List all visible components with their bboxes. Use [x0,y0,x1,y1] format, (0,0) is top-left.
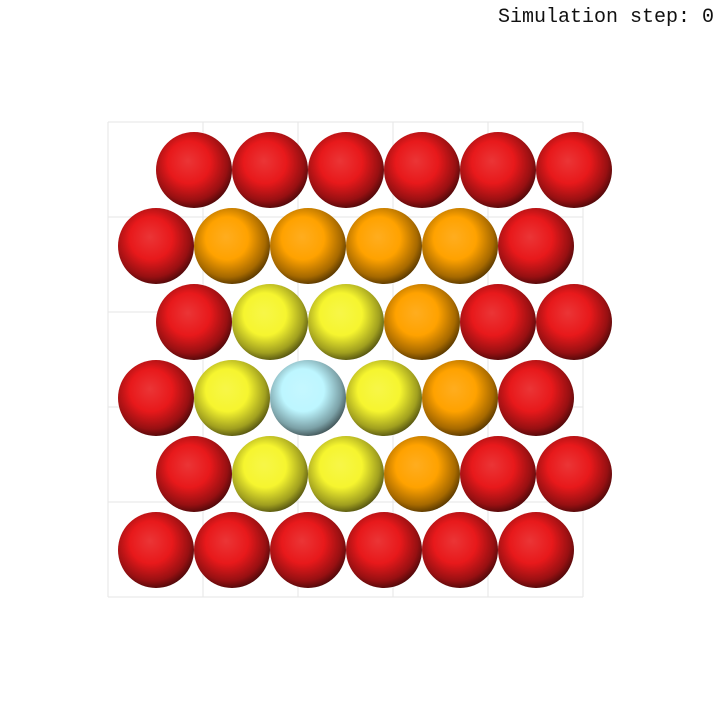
sphere-orange [384,436,460,512]
simulation-step-label: Simulation step: 0 [498,6,714,29]
sphere-red [308,132,384,208]
sphere-red [270,512,346,588]
sphere-layer [118,132,612,588]
sphere-red [346,512,422,588]
step-value: 0 [701,6,714,29]
sphere-red [460,132,536,208]
sphere-orange [194,208,270,284]
sphere-red [460,284,536,360]
sphere-orange [422,360,498,436]
sphere-yellow [308,436,384,512]
sphere-red [156,132,232,208]
sphere-yellow [194,360,270,436]
sphere-red [384,132,460,208]
sphere-red [498,208,574,284]
sphere-red [536,132,612,208]
sphere-yellow [232,436,308,512]
sphere-red [156,436,232,512]
sphere-cyan [270,360,346,436]
sphere-red [232,132,308,208]
sphere-red [194,512,270,588]
sphere-red [118,512,194,588]
sphere-yellow [346,360,422,436]
step-label-text: Simulation step: [497,6,690,29]
sphere-red [422,512,498,588]
sphere-orange [422,208,498,284]
sphere-red [498,512,574,588]
sphere-orange [270,208,346,284]
sphere-red [536,436,612,512]
sphere-red [498,360,574,436]
sphere-red [156,284,232,360]
sphere-orange [346,208,422,284]
sphere-yellow [232,284,308,360]
sphere-red [536,284,612,360]
sphere-red [460,436,536,512]
sphere-red [118,208,194,284]
sphere-red [118,360,194,436]
sphere-yellow [308,284,384,360]
sphere-orange [384,284,460,360]
